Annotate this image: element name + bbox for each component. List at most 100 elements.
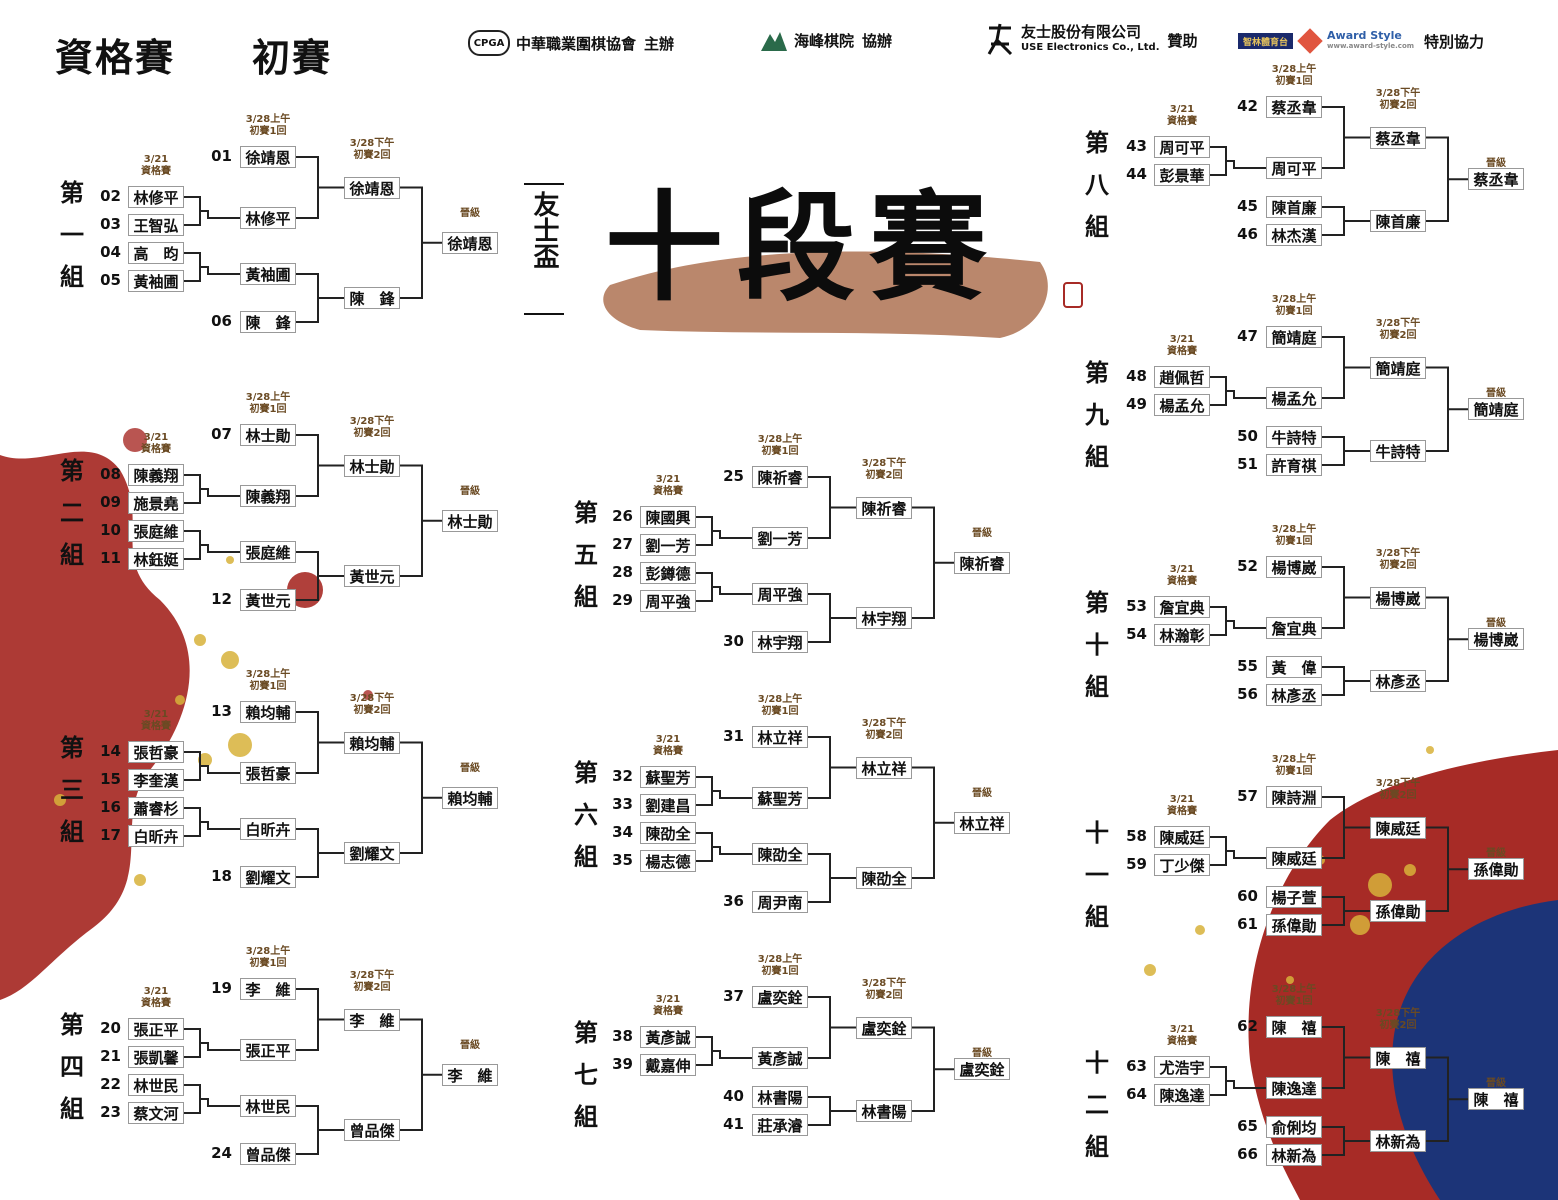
round-label: 3/28上午初賽1回: [228, 114, 308, 138]
qualifier-winner-box: 蘇聖芳: [752, 787, 808, 809]
round-label-line: 3/28下午: [861, 718, 907, 729]
round-label-line: 初賽2回: [353, 705, 391, 716]
round2-player-box: 盧奕銓: [856, 1016, 912, 1039]
seed-number: 15: [100, 770, 121, 788]
round-label-line: 3/28上午: [757, 694, 803, 705]
bracket-connector: [200, 544, 240, 553]
player-box: 劉耀文: [240, 866, 296, 888]
bracket-connector: [712, 530, 752, 539]
group-label-char: 一: [60, 220, 84, 249]
advancing-player-box: 徐靖恩: [442, 231, 498, 254]
seed-number: 02: [100, 187, 121, 205]
bracket-connector: [1210, 376, 1227, 406]
round-label-line: 初賽1回: [761, 706, 799, 717]
qualifier-winner-box: 黃彥誠: [752, 1047, 808, 1069]
round-label-line: 初賽1回: [249, 404, 287, 415]
round-label: 3/28下午初賽2回: [844, 718, 924, 742]
round-label: 3/28上午初賽1回: [740, 694, 820, 718]
round2-player-box: 蔡丞韋: [1370, 126, 1426, 149]
player-box: 林修平: [128, 186, 184, 208]
round-label-line: 初賽2回: [353, 982, 391, 993]
group-label: 第七組: [569, 1012, 603, 1138]
player-box: 陳祈睿: [752, 466, 808, 488]
player-box: 林士勛: [240, 424, 296, 446]
bracket-connector: [1426, 1056, 1449, 1142]
player-box: 林鈺娗: [128, 548, 184, 570]
round-label-line: 資格賽: [653, 1006, 683, 1017]
group-label-char: 組: [1085, 902, 1109, 931]
brush-stroke: [603, 251, 1048, 338]
seed-number: 48: [1126, 367, 1147, 385]
seed-number: 14: [100, 742, 121, 760]
player-box: 牛詩特: [1266, 426, 1322, 448]
seed-number: 25: [723, 467, 744, 485]
advancing-player-box: 蔡丞韋: [1468, 168, 1524, 191]
group-label-char: 組: [1085, 672, 1109, 701]
round-label-line: 3/28下午: [349, 416, 395, 427]
cpga-logo: CPGA: [468, 30, 510, 56]
bracket-connector: [200, 765, 240, 774]
bracket-connector: [696, 1036, 713, 1066]
round-label-line: 資格賽: [1167, 346, 1197, 357]
bracket-connector: [184, 1084, 201, 1114]
group-label: 第六組: [569, 752, 603, 878]
group-label-char: 組: [60, 817, 84, 846]
round2-player-box: 陳祈睿: [856, 496, 912, 519]
seed-number: 10: [100, 521, 121, 539]
player-box: 張庭維: [128, 520, 184, 542]
bracket-connector: [184, 1028, 201, 1058]
seed-number: 11: [100, 549, 121, 567]
seed-number: 51: [1237, 455, 1258, 473]
round-label: 3/28下午初賽2回: [332, 138, 412, 162]
player-box: 張正平: [128, 1018, 184, 1040]
round2-player-box: 簡靖庭: [1370, 356, 1426, 379]
bracket-connector: [1426, 136, 1449, 222]
round-label-line: 初賽1回: [1275, 76, 1313, 87]
advance-label: 晉級: [1486, 388, 1506, 399]
seed-number: 63: [1126, 1057, 1147, 1075]
player-box: 黃世元: [240, 589, 296, 611]
group-label-char: 組: [60, 262, 84, 291]
advance-label: 晉級: [972, 1048, 992, 1059]
qualifier-winner-box: 白昕卉: [240, 818, 296, 840]
round-label-line: 3/21: [143, 154, 169, 165]
player-box: 盧奕銓: [752, 986, 808, 1008]
player-box: 楊孟允: [1154, 394, 1210, 416]
player-box: 陳 鋒: [240, 311, 296, 333]
round2-player-box: 孫偉勛: [1370, 900, 1426, 922]
group-label-char: 五: [574, 540, 598, 569]
round-label-line: 初賽2回: [1379, 790, 1417, 801]
player-box: 許育祺: [1266, 454, 1322, 476]
round-label-line: 初賽2回: [353, 428, 391, 439]
round-label-line: 3/28上午: [245, 114, 291, 125]
round-label-line: 初賽2回: [353, 150, 391, 161]
player-box: 曾品傑: [240, 1143, 296, 1165]
group-label: 第九組: [1080, 352, 1114, 478]
bracket-connector: [1322, 566, 1345, 629]
bracket-connector: [1322, 1026, 1345, 1089]
player-box: 蕭睿杉: [128, 797, 184, 819]
seed-number: 62: [1237, 1017, 1258, 1035]
qualifier-winner-box: 林世民: [240, 1095, 296, 1117]
seed-number: 56: [1237, 685, 1258, 703]
round-label-line: 初賽2回: [1379, 560, 1417, 571]
round-label-line: 3/28下午: [1375, 88, 1421, 99]
haifeng-mountain-logo: [761, 32, 787, 51]
seal-stamp: [1063, 282, 1083, 308]
round-label-line: 初賽1回: [1275, 996, 1313, 1007]
use-logo-icon: [987, 23, 1013, 56]
player-box: 周平強: [640, 590, 696, 612]
seed-number: 29: [612, 591, 633, 609]
bracket-connector: [808, 476, 831, 539]
round-label-line: 3/28下午: [349, 138, 395, 149]
player-box: 張凱馨: [128, 1046, 184, 1068]
round-label-line: 3/28上午: [1271, 294, 1317, 305]
seed-number: 09: [100, 493, 121, 511]
player-box: 林宇翔: [752, 631, 808, 653]
player-box: 白昕卉: [128, 825, 184, 847]
sponsor-role: 特別協力: [1424, 32, 1485, 51]
